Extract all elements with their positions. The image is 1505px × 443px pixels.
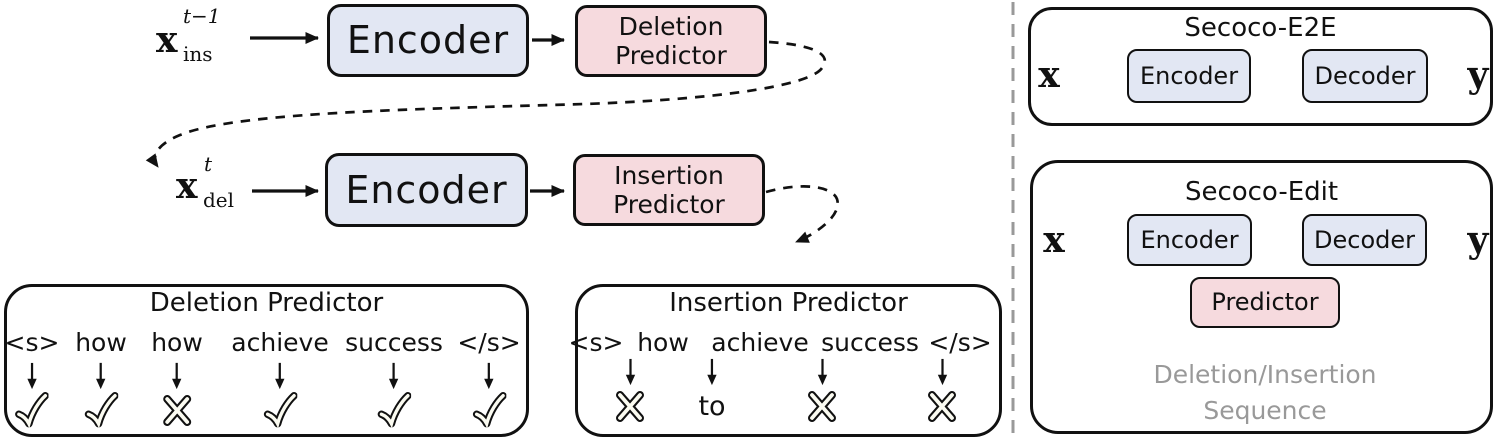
token-label: <s>: [568, 328, 624, 357]
predictor-label-line1: Insertion: [614, 160, 724, 190]
dashed-arrow-deletion-to-xdel: [145, 40, 827, 168]
e2e-decoder-box: Decoder: [1302, 49, 1428, 103]
token-label: </s>: [457, 328, 521, 357]
prediction-mark: [472, 392, 506, 428]
token-column: success: [345, 330, 443, 428]
token-label: how: [151, 328, 203, 357]
predictor-label-line2: Predictor: [615, 41, 727, 70]
edit-decoder-box: Decoder: [1302, 214, 1427, 266]
x-icon: [163, 395, 191, 426]
e2e-input-x: x: [1038, 54, 1060, 96]
gap-prediction-column: [927, 358, 957, 424]
edit-output-y: y: [1467, 219, 1489, 261]
token-label: <s>: [4, 328, 60, 357]
var-base: x: [176, 165, 198, 207]
inserted-token-label: to: [698, 390, 726, 422]
var-subscript: ins: [183, 42, 213, 66]
insertion-predictor-box: Insertion Predictor: [573, 154, 765, 226]
token-column: how: [637, 330, 689, 362]
insertion-example-panel: [575, 284, 1002, 437]
prediction-mark: to: [698, 388, 725, 424]
x-icon: [616, 391, 644, 422]
token-label: success: [345, 328, 443, 357]
edit-predictor-box: Predictor: [1190, 277, 1340, 328]
token-column: how: [75, 330, 127, 428]
sequence-text-line2: Sequence: [1203, 396, 1327, 425]
down-arrow-icon: [275, 362, 285, 390]
deletion-example-title: Deletion Predictor: [149, 288, 384, 318]
token-column: achieve: [711, 330, 808, 362]
edit-input-x: x: [1043, 219, 1065, 261]
down-arrow-icon: [96, 362, 106, 390]
var-subscript: del: [203, 188, 235, 212]
token-column: </s>: [928, 330, 991, 362]
input-var-x-ins: x t−1 ins: [156, 6, 236, 64]
down-arrow-icon: [27, 362, 37, 390]
down-arrow-icon: [707, 358, 717, 386]
x-icon: [808, 391, 836, 422]
encoder-label: Encoder: [345, 167, 508, 212]
token-label: achieve: [231, 328, 329, 357]
down-arrow-icon: [817, 358, 827, 386]
down-arrow-icon: [937, 358, 947, 386]
gap-prediction-column: to: [698, 358, 726, 424]
token-column: how: [151, 330, 203, 428]
secoco-e2e-title: Secoco-E2E: [1184, 13, 1337, 43]
encoder-label: Encoder: [346, 18, 510, 63]
prediction-mark: [807, 388, 837, 424]
predictor-label: Predictor: [1211, 288, 1319, 317]
encoder-box-row2: Encoder: [325, 153, 528, 227]
down-arrow-icon: [389, 362, 399, 390]
var-superscript: t: [204, 152, 213, 176]
predictor-label-line2: Predictor: [613, 190, 725, 219]
e2e-output-y: y: [1467, 54, 1489, 96]
prediction-mark: [377, 392, 411, 428]
decoder-label: Decoder: [1314, 61, 1416, 90]
sequence-text-line1: Deletion/Insertion: [1153, 360, 1377, 389]
gap-prediction-column: [615, 358, 645, 424]
token-column: success: [821, 330, 919, 362]
token-column: <s>: [4, 328, 60, 428]
insertion-example-title: Insertion Predictor: [669, 288, 908, 318]
e2e-encoder-box: Encoder: [1127, 49, 1251, 103]
token-column: achieve: [231, 328, 329, 428]
token-label: how: [75, 328, 127, 357]
var-base: x: [156, 19, 178, 61]
prediction-mark: [927, 388, 957, 424]
secoco-edit-title: Secoco-Edit: [1184, 177, 1339, 207]
token-label: success: [821, 328, 919, 357]
encoder-label: Encoder: [1140, 225, 1239, 254]
gap-prediction-column: [807, 358, 837, 424]
token-label: </s>: [928, 328, 992, 357]
token-column: </s>: [457, 328, 521, 428]
down-arrow-icon: [484, 362, 494, 390]
predictor-label-line1: Deletion: [618, 11, 724, 41]
prediction-mark: [84, 392, 118, 428]
var-superscript: t−1: [183, 4, 221, 28]
prediction-mark: [162, 392, 192, 428]
deletion-predictor-box: Deletion Predictor: [575, 5, 767, 77]
check-icon: [263, 392, 297, 428]
token-column: <s>: [569, 330, 624, 362]
encoder-box-row1: Encoder: [327, 4, 529, 77]
token-label: achieve: [711, 328, 809, 357]
prediction-mark: [263, 392, 297, 428]
edit-encoder-box: Encoder: [1127, 214, 1252, 266]
check-icon: [472, 392, 506, 428]
check-icon: [377, 392, 411, 428]
check-icon: [15, 392, 49, 428]
decoder-label: Decoder: [1314, 225, 1415, 254]
down-arrow-icon: [172, 362, 182, 390]
x-icon: [928, 391, 956, 422]
encoder-label: Encoder: [1139, 61, 1239, 90]
input-var-x-del: x t del: [176, 152, 256, 214]
prediction-mark: [15, 392, 49, 428]
down-arrow-icon: [625, 358, 635, 386]
prediction-mark: [615, 388, 645, 424]
dashed-arrow-insertion-to-example: [765, 185, 840, 244]
check-icon: [84, 392, 118, 428]
token-label: how: [637, 328, 689, 357]
